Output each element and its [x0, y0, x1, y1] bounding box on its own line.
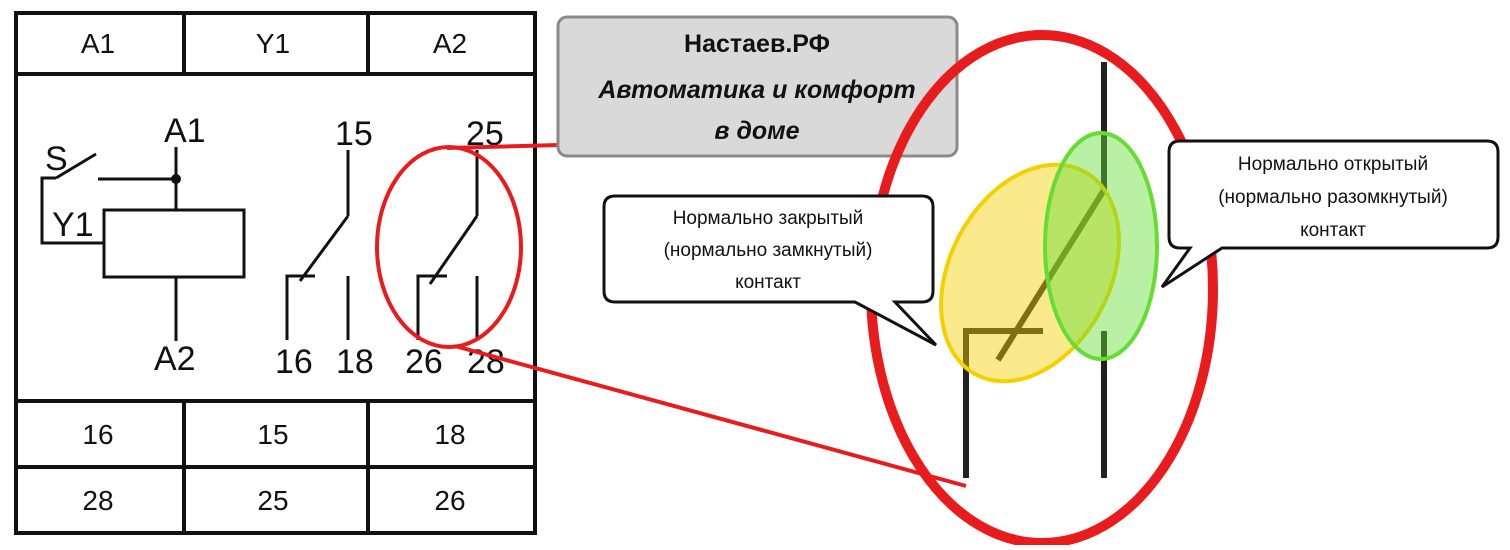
- callout-normally-open: Нормально открытый (нормально разомкнуты…: [1160, 139, 1500, 289]
- terminal-cell-25: 25: [257, 485, 288, 516]
- contact1-blade: [298, 215, 350, 282]
- label-28: 28: [467, 343, 505, 381]
- contact1-nc-terminal: [285, 274, 315, 340]
- zoom-connector-bottom: [454, 344, 967, 488]
- callout-nc-bubble: [602, 194, 938, 347]
- label-15: 15: [335, 115, 373, 153]
- brand-subtitle-line1: Автоматика и комфорт: [597, 76, 915, 104]
- relay-schematic: [40, 147, 479, 341]
- terminal-block: A1 Y1 A2 16 15 18 28 25 26: [14, 11, 537, 535]
- label-16: 16: [275, 343, 313, 381]
- terminal-cell-16: 16: [82, 419, 113, 450]
- label-18: 18: [336, 343, 374, 381]
- brand-subtitle-line2: в доме: [714, 117, 799, 145]
- terminal-cell-y1: Y1: [256, 28, 290, 59]
- label-y1: Y1: [52, 206, 94, 244]
- zoom-indicator: [375, 143, 967, 488]
- relay-coil: [102, 208, 246, 279]
- zoom-nc-terminal: [963, 328, 1043, 478]
- zoom-connector-top: [446, 143, 561, 150]
- callout-no-bubble: [1160, 139, 1500, 289]
- callout-no-line1: Нормально открытый: [1238, 154, 1428, 175]
- label-s: S: [45, 140, 68, 178]
- no-contact-highlight: [1043, 131, 1159, 361]
- terminal-block-frame: [14, 11, 537, 535]
- label-a2: A2: [154, 340, 196, 378]
- callout-normally-closed: Нормально закрытый (нормально замкнутый)…: [602, 194, 938, 347]
- switch-s-blade: [55, 152, 97, 180]
- terminal-cell-a1: A1: [81, 28, 115, 59]
- label-a1: A1: [164, 112, 206, 150]
- nc-contact-highlight: [939, 162, 1121, 384]
- terminal-cell-a2: A2: [433, 28, 467, 59]
- callout-nc-line2: (нормально замкнутый): [664, 240, 873, 261]
- y1-wire: [40, 176, 104, 245]
- callout-nc-line1: Нормально закрытый: [673, 208, 864, 229]
- callout-no-line2: (нормально разомкнутый): [1218, 187, 1448, 208]
- terminal-cell-18: 18: [434, 419, 465, 450]
- terminal-cell-26: 26: [434, 485, 465, 516]
- terminal-cell-28: 28: [82, 485, 113, 516]
- label-26: 26: [405, 343, 443, 381]
- callout-no-line3: контакт: [1300, 220, 1366, 241]
- brand-box: Настаев.РФ Автоматика и комфорт в доме: [556, 15, 959, 158]
- contact2-nc-terminal: [416, 274, 447, 340]
- brand-box-frame: [556, 15, 959, 158]
- contact2-blade: [428, 215, 479, 285]
- callout-nc-line3: контакт: [735, 272, 801, 293]
- terminal-cell-15: 15: [257, 419, 288, 450]
- schematic-labels: S A1 Y1 A2 15 16 18 25 26 28: [45, 112, 505, 381]
- brand-title: Настаев.РФ: [684, 30, 830, 58]
